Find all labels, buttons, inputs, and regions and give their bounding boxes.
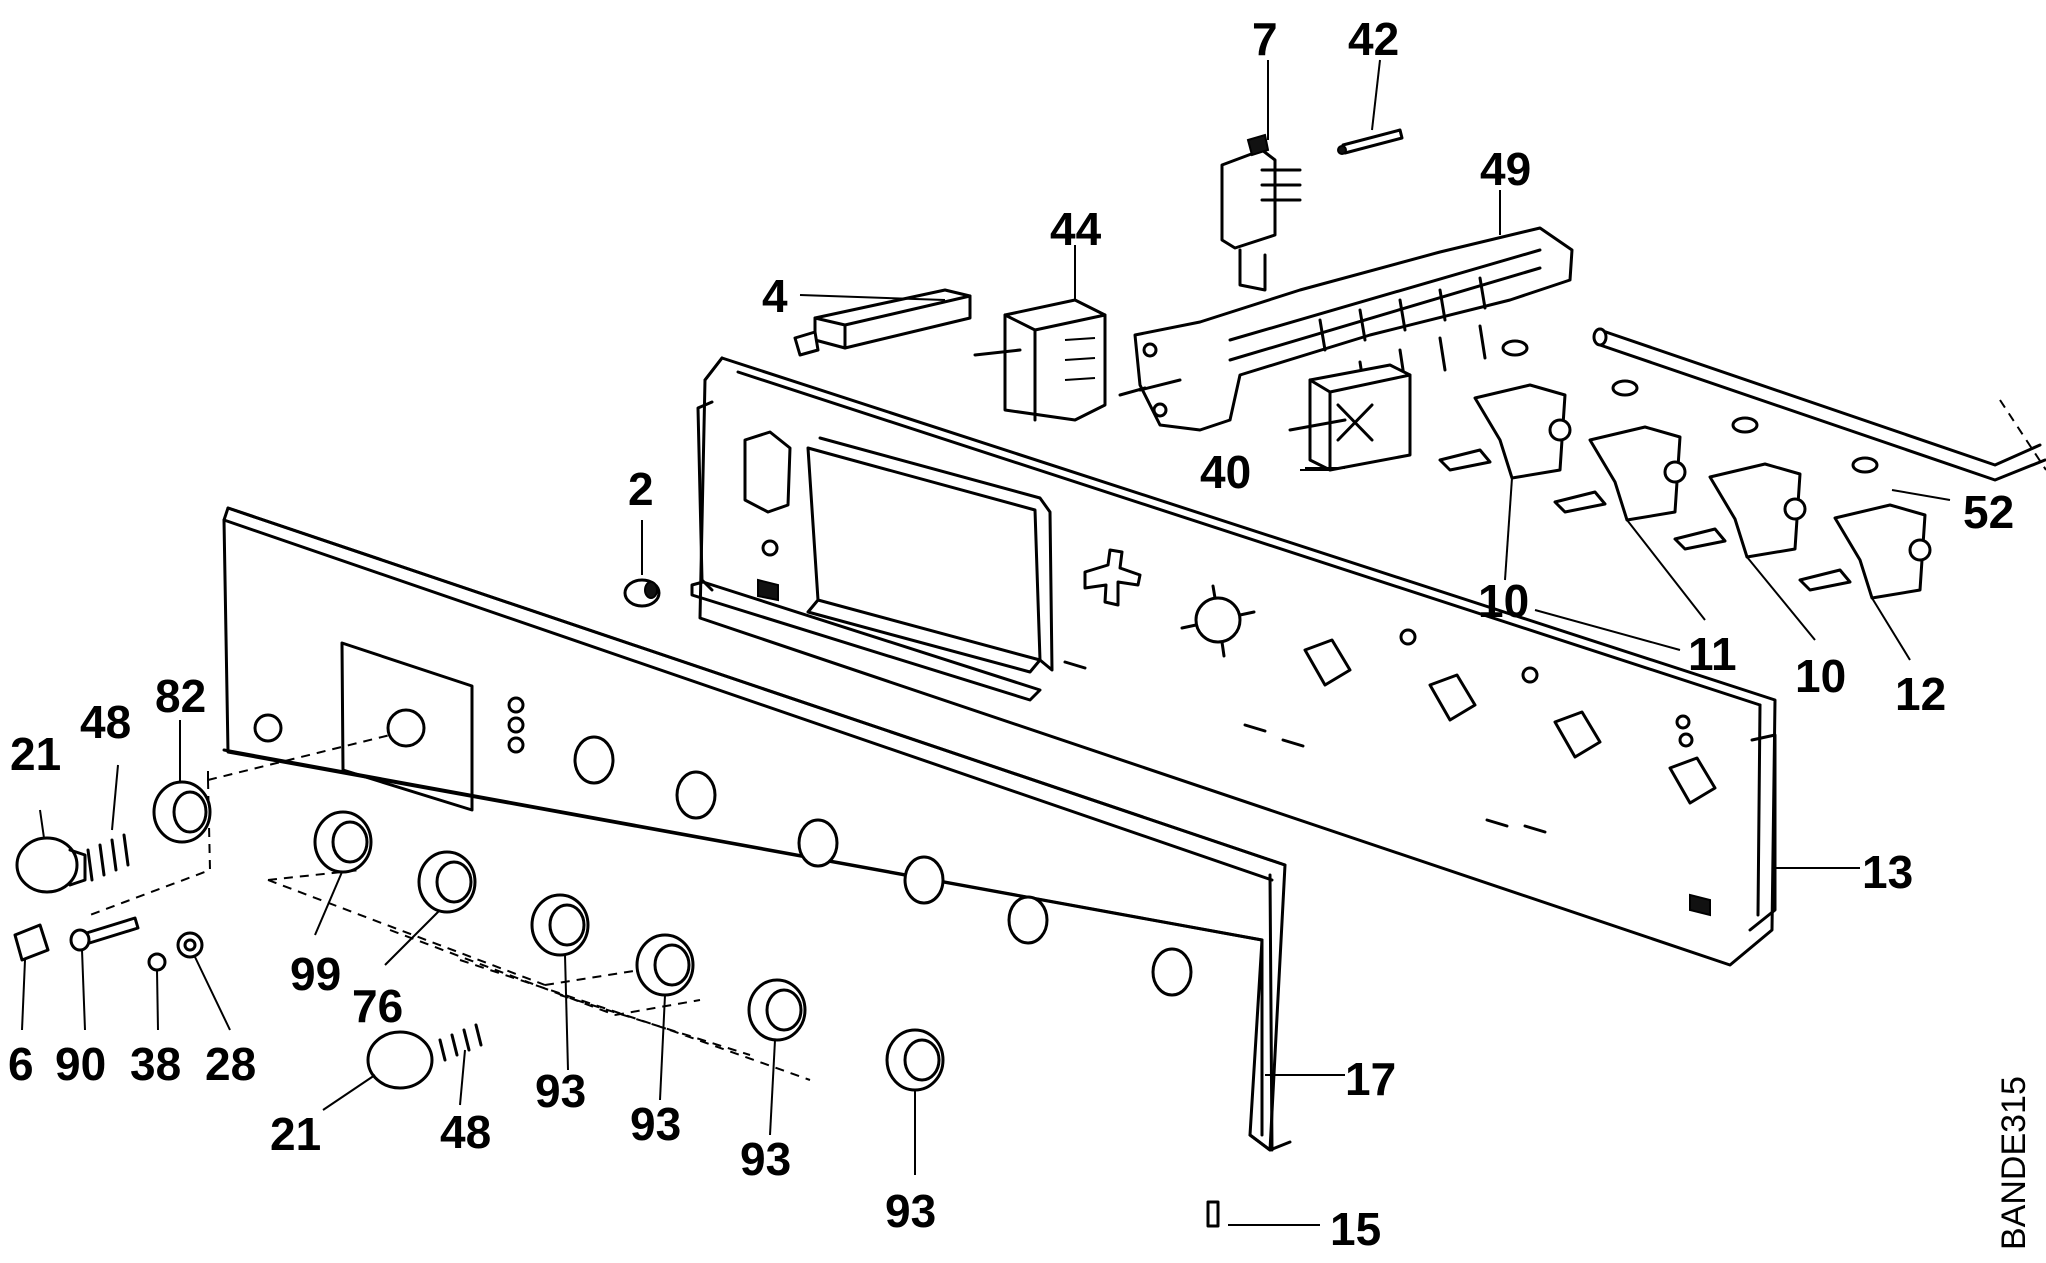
- callout-48b: 48: [440, 1106, 491, 1158]
- callout-76: 76: [352, 980, 403, 1032]
- knob-21a: [15, 836, 79, 894]
- callout-15: 15: [1330, 1203, 1381, 1255]
- spring-48b: [438, 1023, 483, 1062]
- push-rod: [793, 288, 972, 357]
- selector-switch: [1288, 363, 1412, 472]
- contact-switch: [1220, 133, 1302, 292]
- knob-bezels: [313, 810, 945, 1092]
- front-fascia-panel: [222, 506, 1292, 1152]
- callout-21b: 21: [270, 1108, 321, 1160]
- gas-tap-10b: [1673, 462, 1807, 559]
- callout-82: 82: [155, 670, 206, 722]
- callout-6: 6: [8, 1038, 34, 1090]
- callout-2: 2: [628, 463, 654, 515]
- callout-93b: 93: [630, 1098, 681, 1150]
- callout-13: 13: [1862, 846, 1913, 898]
- gas-taps: [1438, 383, 1932, 600]
- gas-tube: [1501, 327, 2046, 482]
- small-knob: [623, 578, 661, 608]
- callout-52: 52: [1963, 486, 2014, 538]
- callout-48a: 48: [80, 696, 131, 748]
- switch-carrier-rail: [1118, 226, 1574, 432]
- callout-93a: 93: [535, 1065, 586, 1117]
- callout-4: 4: [762, 270, 788, 322]
- leader-lines: [21, 59, 1951, 1226]
- callout-labels: 7 42 49 44 4 40 2 52 10 11 10 12 13 82 4…: [8, 13, 2014, 1255]
- knob-6: [13, 923, 50, 962]
- callout-21a: 21: [10, 728, 61, 780]
- callout-10b: 10: [1795, 650, 1846, 702]
- callout-49: 49: [1480, 143, 1531, 195]
- callout-10a: 10: [1478, 575, 1529, 627]
- callout-90: 90: [55, 1038, 106, 1090]
- callout-99: 99: [290, 948, 341, 1000]
- callout-28: 28: [205, 1038, 256, 1090]
- screw-38: [147, 952, 167, 972]
- gas-tap-12: [1798, 503, 1932, 600]
- callout-12: 12: [1895, 668, 1946, 720]
- callout-42: 42: [1348, 13, 1399, 65]
- callout-93c: 93: [740, 1133, 791, 1185]
- gas-tap-10a: [1438, 383, 1572, 480]
- callout-44: 44: [1050, 203, 1102, 255]
- callout-17: 17: [1345, 1053, 1396, 1105]
- assembly-guide-lines: [89, 734, 811, 1081]
- spring-48a: [86, 833, 130, 882]
- control-box: [973, 298, 1107, 422]
- knob-fittings: [13, 780, 483, 1090]
- pin-component: [1337, 128, 1404, 155]
- callout-93d: 93: [885, 1185, 936, 1237]
- callout-38: 38: [130, 1038, 181, 1090]
- callout-11: 11: [1688, 628, 1737, 680]
- knob-21b: [366, 1030, 434, 1090]
- callout-7: 7: [1252, 13, 1278, 65]
- rear-control-panel: [690, 356, 1777, 967]
- drawing-code: BANDE315: [1995, 1076, 2033, 1250]
- callout-40: 40: [1200, 446, 1251, 498]
- gas-tap-11: [1553, 425, 1687, 522]
- screw-15: [1206, 1200, 1220, 1228]
